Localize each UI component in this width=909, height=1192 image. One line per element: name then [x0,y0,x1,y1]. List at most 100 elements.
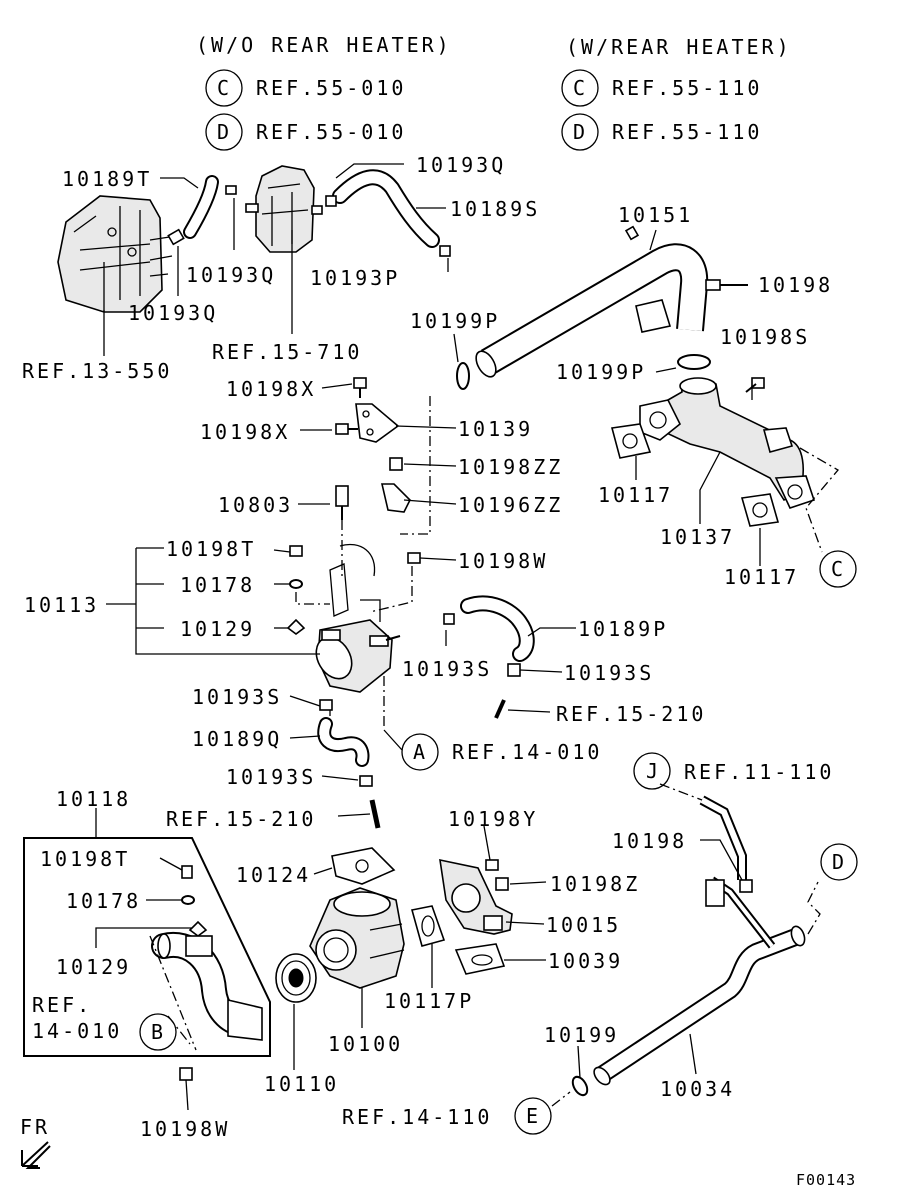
label-10193Q-a: 10193Q [186,263,276,287]
label-10189T: 10189T [62,167,152,191]
sensor-10803-drawing [335,485,349,580]
label-ref-11-110: REF.11-110 [684,760,834,784]
o-ring-10199P-right [677,354,711,370]
fr-label: FR [20,1115,50,1139]
figure-code: F00143 [796,1171,856,1187]
label-10198W-b: 10198W [140,1117,230,1141]
header-w-d-ref: D REF.55-110 [561,113,762,151]
bolt-10198S-drawing [745,377,765,393]
callout-letter: C [573,76,588,100]
gasket-10124-drawing [331,847,396,885]
label-10193S-a: 10193S [402,657,492,681]
label-10151: 10151 [618,203,693,227]
callout-c: C [799,447,857,588]
hose-10189Q-drawing [317,699,373,787]
hose-10189T-drawing [167,175,237,246]
header-wo-title: (W/O REAR HEATER) [196,33,452,57]
gasket-10117-a-drawing [610,423,652,459]
label-ref-13-550: REF.13-550 [22,359,172,383]
label-10110: 10110 [264,1072,339,1096]
leader-lines [95,163,761,1111]
callout-a: A [401,733,439,771]
label-10193S-c: 10193S [192,685,282,709]
label-10039: 10039 [548,949,623,973]
hose-10189P-drawing [443,595,535,677]
fitting-10015-drawing [439,858,513,935]
pipe-J-drawing [699,795,747,880]
label-10198-top: 10198 [758,273,833,297]
svg-text:A: A [413,740,428,764]
label-10189Q: 10189Q [192,727,282,751]
hose-10189S-drawing [325,169,451,257]
label-10113: 10113 [24,593,99,617]
label-10198ZZ: 10198ZZ [458,455,563,479]
water-outlet-10113-drawing [315,543,401,693]
label-10198Y: 10198Y [448,807,538,831]
engine-block-drawing [57,195,177,313]
bolt-10198T-box-drawing [181,865,193,879]
label-ref-14-110: REF.14-110 [342,1105,492,1129]
fr-arrow-icon [21,1141,51,1169]
svg-text:D: D [832,850,847,874]
callout-circle [561,113,599,151]
label-10100: 10100 [328,1032,403,1056]
label-10193Q-b: 10193Q [128,301,218,325]
label-10198Z: 10198Z [550,872,640,896]
label-10189S: 10189S [450,197,540,221]
callout-e: E [514,1097,552,1135]
gasket-10129-drawing [286,618,306,635]
label-10129: 10129 [180,617,255,641]
callout-circle [205,69,243,107]
header-wo-d-ref: D REF.55-010 [205,113,403,151]
bracket-10139-drawing [355,403,400,443]
callout-circle [561,69,599,107]
label-10034: 10034 [660,1077,735,1101]
label-10198-lower: 10198 [612,829,687,853]
label-10803: 10803 [218,493,293,517]
label-ref-14-010-b-line1: REF. [32,993,92,1017]
pipe-10034-drawing [593,876,806,1086]
label-ref-14-010-a: REF.14-010 [452,740,602,764]
label-10189P: 10189P [578,617,668,641]
callout-letter: C [217,76,232,100]
label-10117-b: 10117 [724,565,799,589]
callout-circle [205,113,243,151]
callout-letter: D [217,120,232,144]
label-10196ZZ: 10196ZZ [458,493,563,517]
bolt-10198W-a-drawing [407,552,421,564]
bolt-10198ZZ-drawing [389,457,403,471]
label-10137: 10137 [660,525,735,549]
gasket-10117-b-drawing [740,493,780,527]
assembly-box-10118 [23,837,271,1057]
label-10129-box: 10129 [56,955,131,979]
label-10199P-b: 10199P [556,360,646,384]
svg-text:C: C [831,557,846,581]
label-10015: 10015 [546,913,621,937]
bolt-10198-top-drawing [705,279,748,291]
thermostat-10110-drawing [275,953,317,1003]
thermostat-case-10100-drawing [309,887,405,989]
bolt-10198X-a-drawing [353,377,367,398]
svg-text:E: E [526,1104,541,1128]
label-10198S: 10198S [720,325,810,349]
gasket-10039-drawing [454,943,506,975]
bolt-10198X-b-drawing [335,423,358,435]
header-wo-c-ref: C REF.55-010 [205,69,403,107]
ref-text: REF.55-110 [612,76,762,100]
label-10198X-a: 10198X [226,377,316,401]
o-ring-10199P-left [456,362,470,390]
label-ref-15-210-a: REF.15-210 [556,702,706,726]
bolt-10198W-b-drawing [179,1067,193,1081]
label-10198W-a: 10198W [458,549,548,573]
bolt-10198-lower-drawing [739,879,753,893]
bolt-10198Z-drawing [495,877,509,891]
label-ref-15-710: REF.15-710 [212,340,362,364]
o-ring-10199-drawing [571,1075,589,1097]
water-inlet-box-drawing [151,931,263,1041]
label-10193Q-c: 10193Q [416,153,506,177]
label-10193S-d: 10193S [226,765,316,789]
ref-text: REF.55-110 [612,120,762,144]
front-direction-indicator: FR [20,1115,51,1169]
label-10193S-b: 10193S [564,661,654,685]
